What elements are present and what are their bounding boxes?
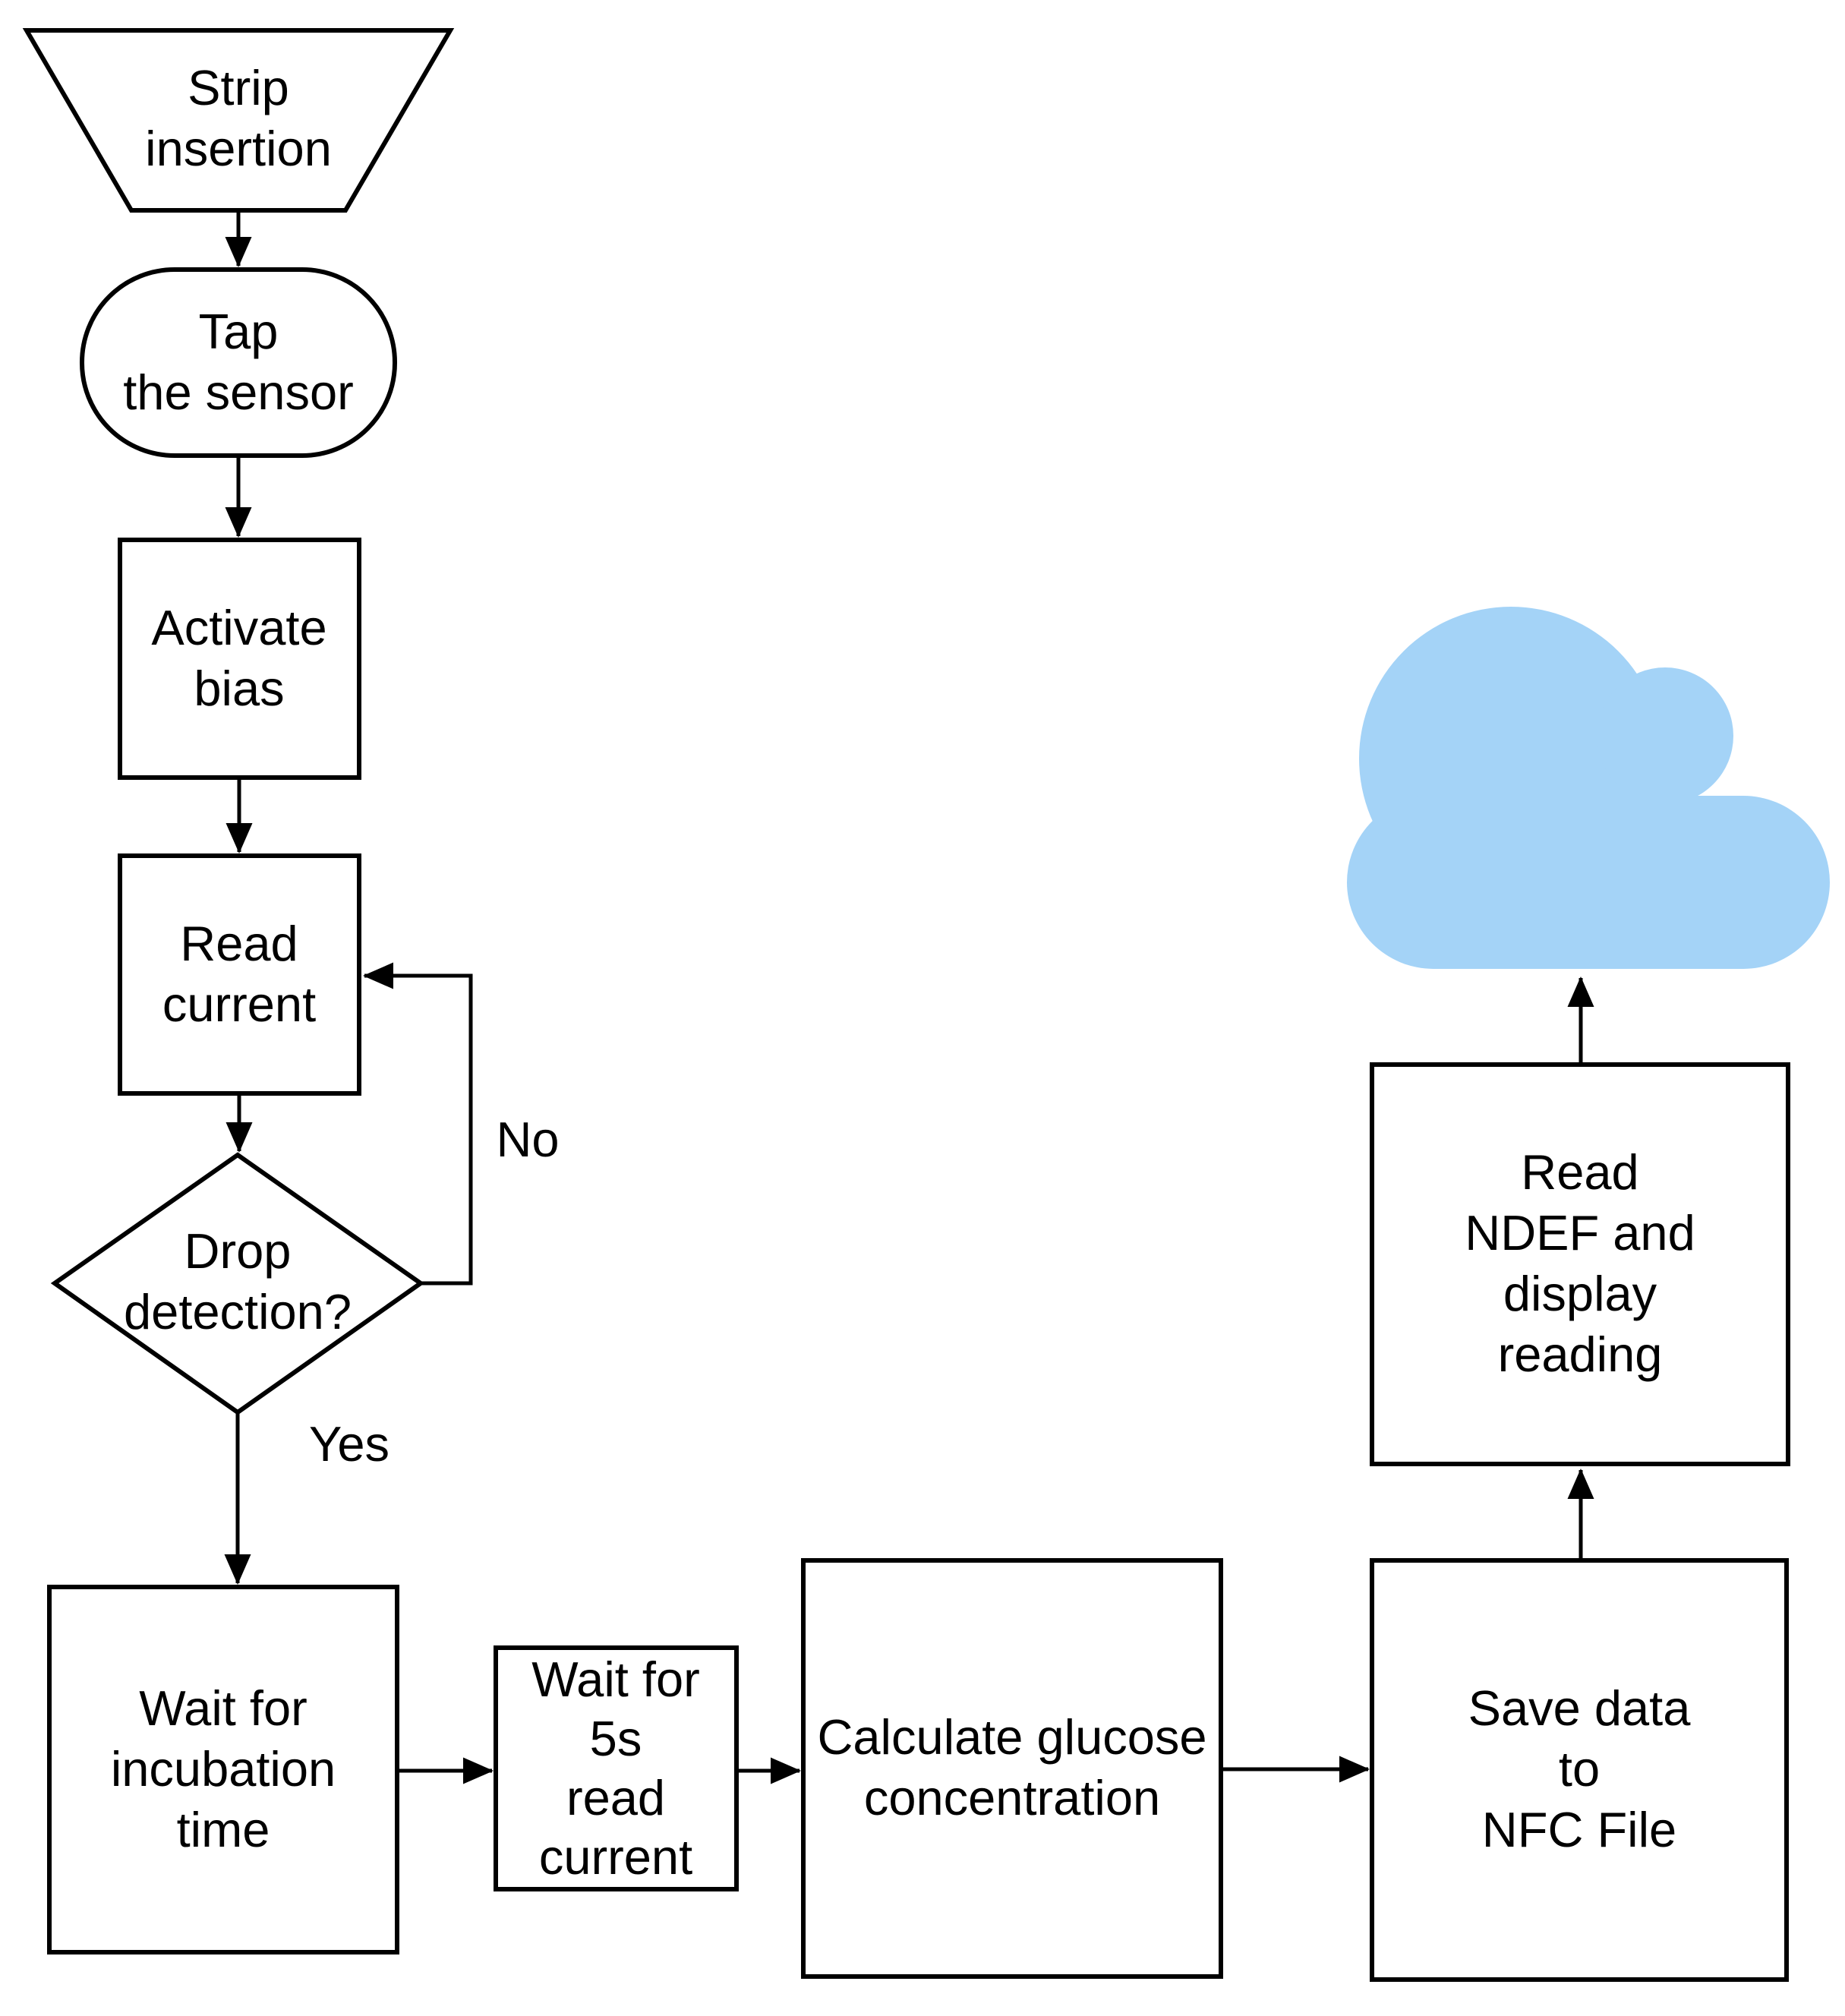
node-activate-bias [118, 538, 361, 780]
cloud-base [1347, 796, 1830, 969]
label-wait-incubation: Wait for incubation time [110, 1680, 336, 1857]
node-read-ndef [1370, 1062, 1790, 1466]
label-strip-insertion: Strip insertion [145, 60, 332, 176]
label-wait-5s: Wait for 5s read current [531, 1652, 700, 1885]
arrow-no-loop [362, 962, 473, 1286]
node-wait-incubation [47, 1585, 399, 1954]
edge-label-no: No [496, 1112, 560, 1167]
label-read-current: Read current [162, 916, 317, 1032]
edge-label-yes: Yes [308, 1416, 390, 1472]
label-read-ndef: Read NDEF and display reading [1465, 1144, 1695, 1382]
node-wait-5s [494, 1645, 739, 1891]
label-activate-bias: Activate bias [151, 600, 327, 716]
cloud-icon [1347, 607, 1830, 969]
label-tap-sensor: Tap the sensor [123, 304, 354, 420]
label-drop-detection: Drop detection? [124, 1223, 352, 1339]
node-strip-insertion [22, 28, 455, 213]
cloud-lobe-right [1597, 667, 1733, 804]
label-save-nfc: Save data to NFC File [1468, 1680, 1691, 1857]
node-read-current [118, 853, 361, 1096]
node-save-nfc [1370, 1558, 1789, 1982]
label-calculate-glucose: Calculate glucose concentration [817, 1709, 1207, 1825]
